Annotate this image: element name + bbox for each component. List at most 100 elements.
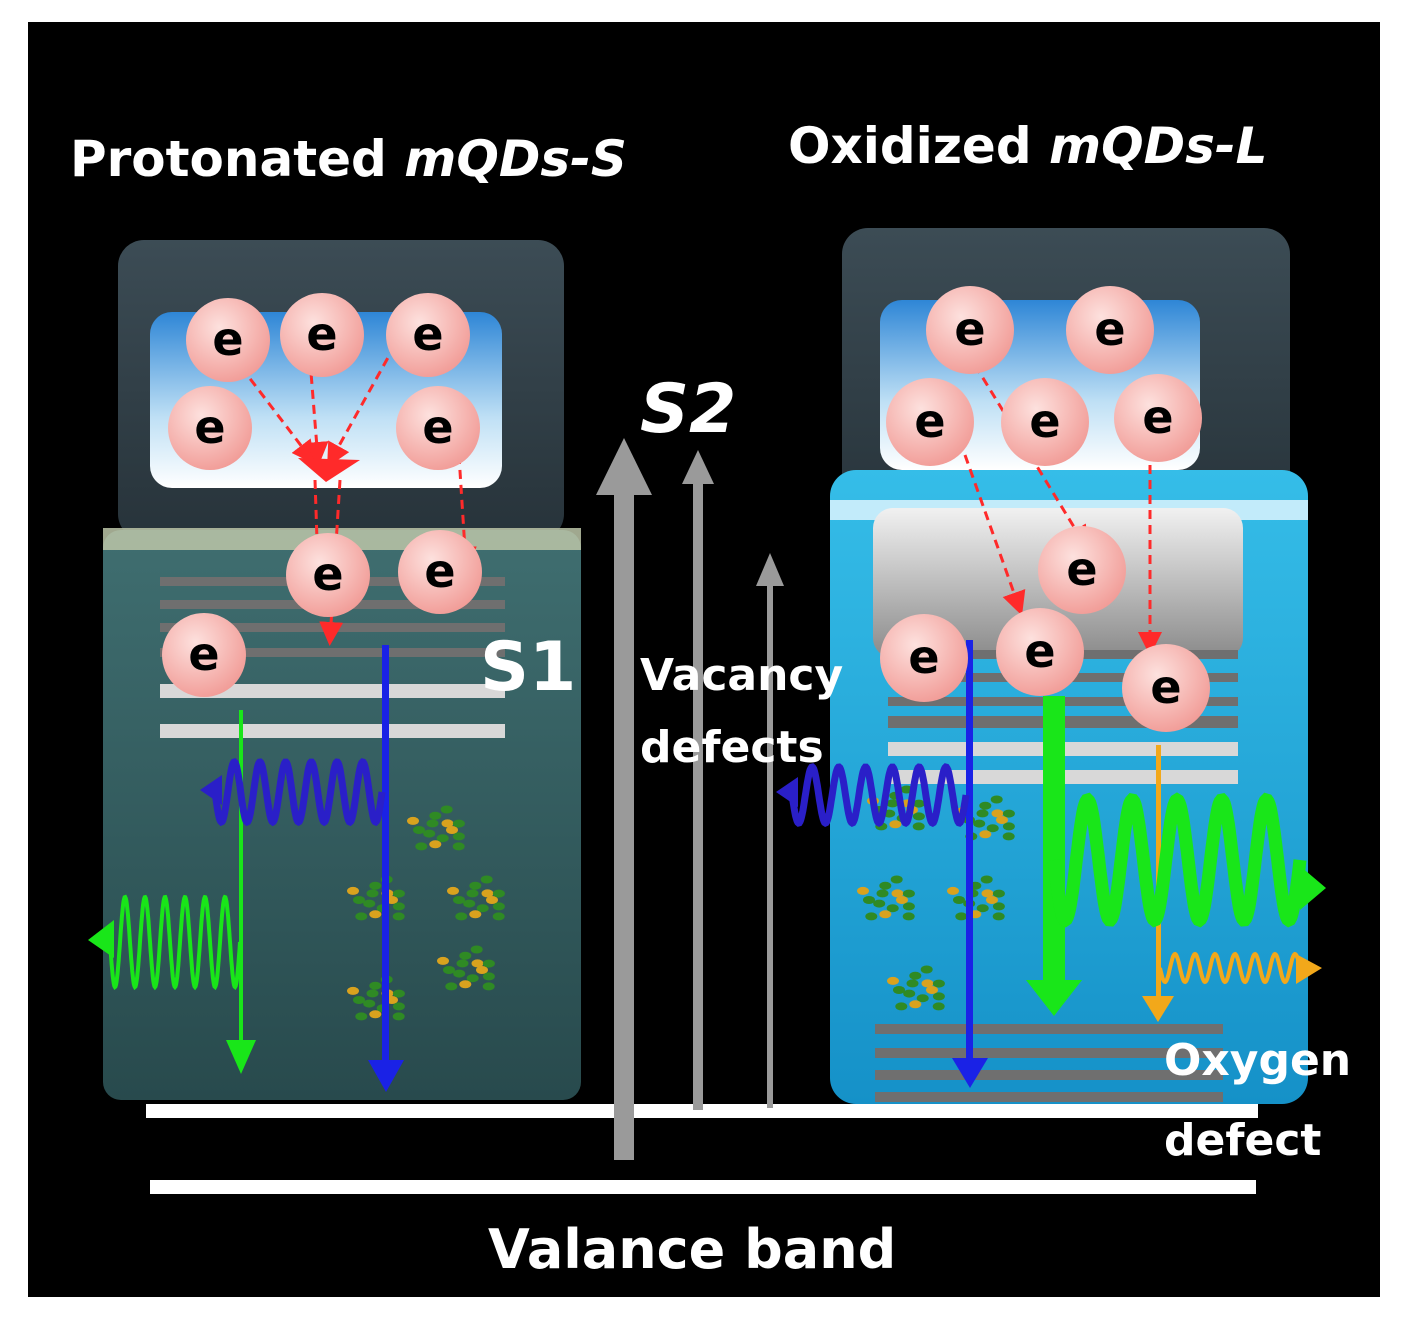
molecule-atom [486, 896, 498, 904]
molecule-atom [423, 829, 436, 838]
molecule-atom [955, 912, 968, 921]
molecule-atom [482, 982, 495, 991]
molecule-atom [481, 889, 494, 898]
molecule-atom [906, 979, 919, 988]
molecule-atom [857, 886, 869, 895]
electron: e [396, 386, 480, 470]
conduction-edge-line [146, 1104, 1258, 1118]
electron-symbol: e [312, 547, 343, 601]
oxygen-defect-label-2: defect [1164, 1115, 1321, 1166]
vacancy-defects-label-1: Vacancy [640, 650, 843, 701]
molecule-atom [976, 904, 989, 913]
molecule-atom [986, 824, 999, 833]
molecule-atom [916, 994, 929, 1003]
state-s2-label: S2 [640, 370, 736, 449]
molecule-atom [1002, 822, 1015, 831]
electron-symbol: e [422, 400, 453, 454]
molecule-atom [455, 912, 468, 921]
molecule-atom [347, 886, 359, 895]
molecule-atom [413, 826, 425, 834]
electron: e [398, 530, 482, 614]
molecule-atom [482, 972, 495, 981]
left-vial-liquid [103, 530, 581, 1100]
molecule-atom [986, 896, 998, 904]
electron-symbol: e [1024, 624, 1055, 678]
molecule-atom [992, 902, 1005, 911]
electron-symbol: e [954, 302, 985, 356]
molecule-atom [369, 981, 382, 990]
vacancy-defects-label-2: defects [640, 722, 824, 773]
molecule-atom [466, 974, 479, 983]
molecule-atom [920, 965, 933, 974]
molecule-atom [890, 875, 903, 884]
molecule-atom [492, 912, 505, 921]
molecule-atom [973, 819, 986, 828]
molecule-atom [876, 889, 889, 898]
molecule-atom [932, 979, 945, 988]
oxygen-defect-label-1: Oxygen [1164, 1035, 1351, 1086]
molecule-atom [981, 889, 994, 898]
molecule-atom [355, 1012, 368, 1021]
electron: e [386, 293, 470, 377]
molecule-atom [471, 959, 484, 968]
molecule-atom [947, 886, 959, 895]
molecule-atom [443, 966, 455, 974]
molecule-atom [992, 889, 1005, 898]
molecule-atom [909, 1000, 922, 1009]
molecule-atom [392, 912, 405, 921]
excitation-arrows [596, 438, 784, 1160]
molecule-atom [996, 816, 1008, 824]
electron-symbol: e [194, 400, 225, 454]
molecule-atom [909, 971, 922, 980]
molecule-atom [886, 904, 899, 913]
molecule-atom [452, 819, 465, 828]
molecule-atom [865, 912, 878, 921]
electron: e [996, 608, 1084, 696]
molecule-atom [492, 889, 505, 898]
molecule-atom [470, 945, 483, 954]
molecule-atom [429, 840, 442, 849]
molecule-atom [456, 959, 469, 968]
molecule-atom [902, 889, 915, 898]
molecule-atom [903, 989, 916, 998]
molecule-atom [459, 951, 472, 960]
molecule-atom [893, 986, 905, 994]
electron: e [886, 378, 974, 466]
molecule-atom [480, 875, 493, 884]
molecule-atom [366, 889, 379, 898]
molecule-atom [895, 1002, 908, 1011]
electron: e [168, 386, 252, 470]
molecule-atom [392, 889, 405, 898]
molecule-atom [902, 912, 915, 921]
molecule-atom [896, 896, 908, 904]
molecule-atom [453, 896, 465, 904]
molecule-atom [415, 842, 428, 851]
molecule-atom [991, 809, 1004, 818]
molecule-atom [1002, 809, 1015, 818]
molecule-atom [879, 881, 892, 890]
electron: e [926, 286, 1014, 374]
molecule-atom [426, 819, 439, 828]
molecule-atom [392, 989, 405, 998]
molecule-atom [879, 910, 892, 919]
molecule-atom [369, 910, 382, 919]
molecule-atom [445, 982, 458, 991]
molecule-atom [863, 896, 875, 904]
electron-symbol: e [1066, 542, 1097, 596]
left-emissions [88, 645, 404, 1092]
electron-symbol: e [1142, 390, 1173, 444]
molecule-atom [886, 799, 899, 808]
molecule-atom [355, 912, 368, 921]
electron-symbol: e [306, 307, 337, 361]
molecule-atom [446, 826, 458, 834]
molecule-atom [912, 799, 925, 808]
electron: e [880, 614, 968, 702]
molecule-atom [466, 889, 479, 898]
molecule-atom [363, 999, 376, 1008]
electron-symbol: e [1150, 660, 1181, 714]
right-emissions [776, 640, 1326, 1088]
molecule-atom [976, 809, 989, 818]
electron-symbol: e [914, 394, 945, 448]
